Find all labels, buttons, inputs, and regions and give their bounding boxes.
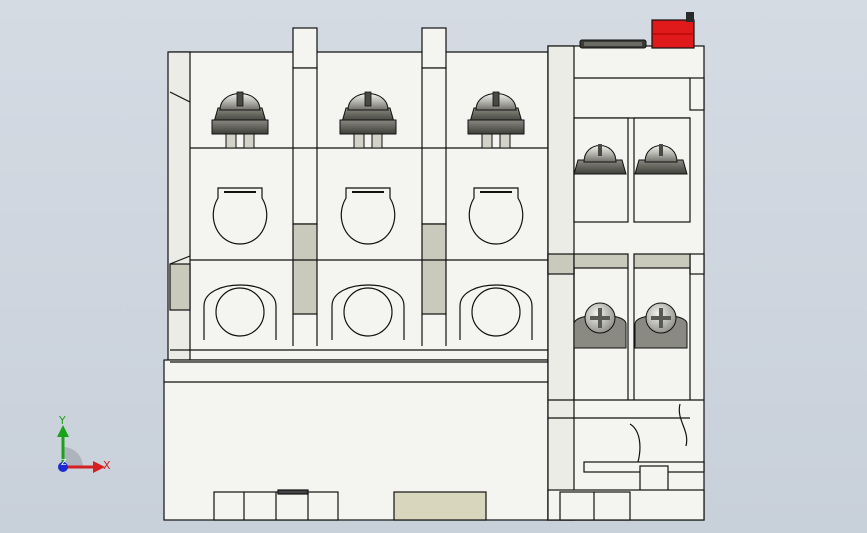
aux-terminal-1[interactable]: [573, 144, 627, 175]
din-clip: [213, 489, 631, 521]
indicator-window: [579, 39, 647, 49]
terminal-screw-icon[interactable]: [339, 91, 397, 149]
wire-slot: [468, 187, 524, 245]
aux-block: [547, 45, 705, 521]
wire-slot: [212, 187, 268, 245]
aux-screw-icon[interactable]: [634, 144, 688, 175]
aux-screw-icon[interactable]: [573, 302, 627, 349]
terminal-screw-icon[interactable]: [467, 91, 525, 149]
terminal-dividers: [190, 67, 548, 346]
x-arrow-head: [93, 461, 105, 473]
aux-screw-icon[interactable]: [573, 144, 627, 175]
y-axis-label: Y: [58, 414, 66, 427]
aux-terminal-3[interactable]: [573, 302, 627, 349]
y-arrow-head: [57, 425, 69, 437]
x-axis-label: X: [103, 459, 111, 472]
terminal-1[interactable]: [203, 91, 277, 340]
wire-slot: [340, 187, 396, 245]
terminal-hole: [203, 284, 277, 340]
aux-terminal-4[interactable]: [634, 302, 688, 349]
terminal-hole: [331, 284, 405, 340]
z-axis-label: Z: [61, 458, 67, 467]
terminal-3[interactable]: [459, 91, 533, 340]
terminal-screw-icon[interactable]: [211, 91, 269, 149]
z-axis-dot: [58, 462, 68, 472]
terminal-2[interactable]: [331, 91, 405, 340]
axis-triad: Y X Z: [57, 414, 111, 473]
triad-plane: [63, 447, 83, 467]
aux-terminal-2[interactable]: [634, 144, 688, 175]
reset-button[interactable]: [651, 12, 695, 49]
aux-screw-icon[interactable]: [634, 302, 688, 349]
terminal-hole: [459, 284, 533, 340]
